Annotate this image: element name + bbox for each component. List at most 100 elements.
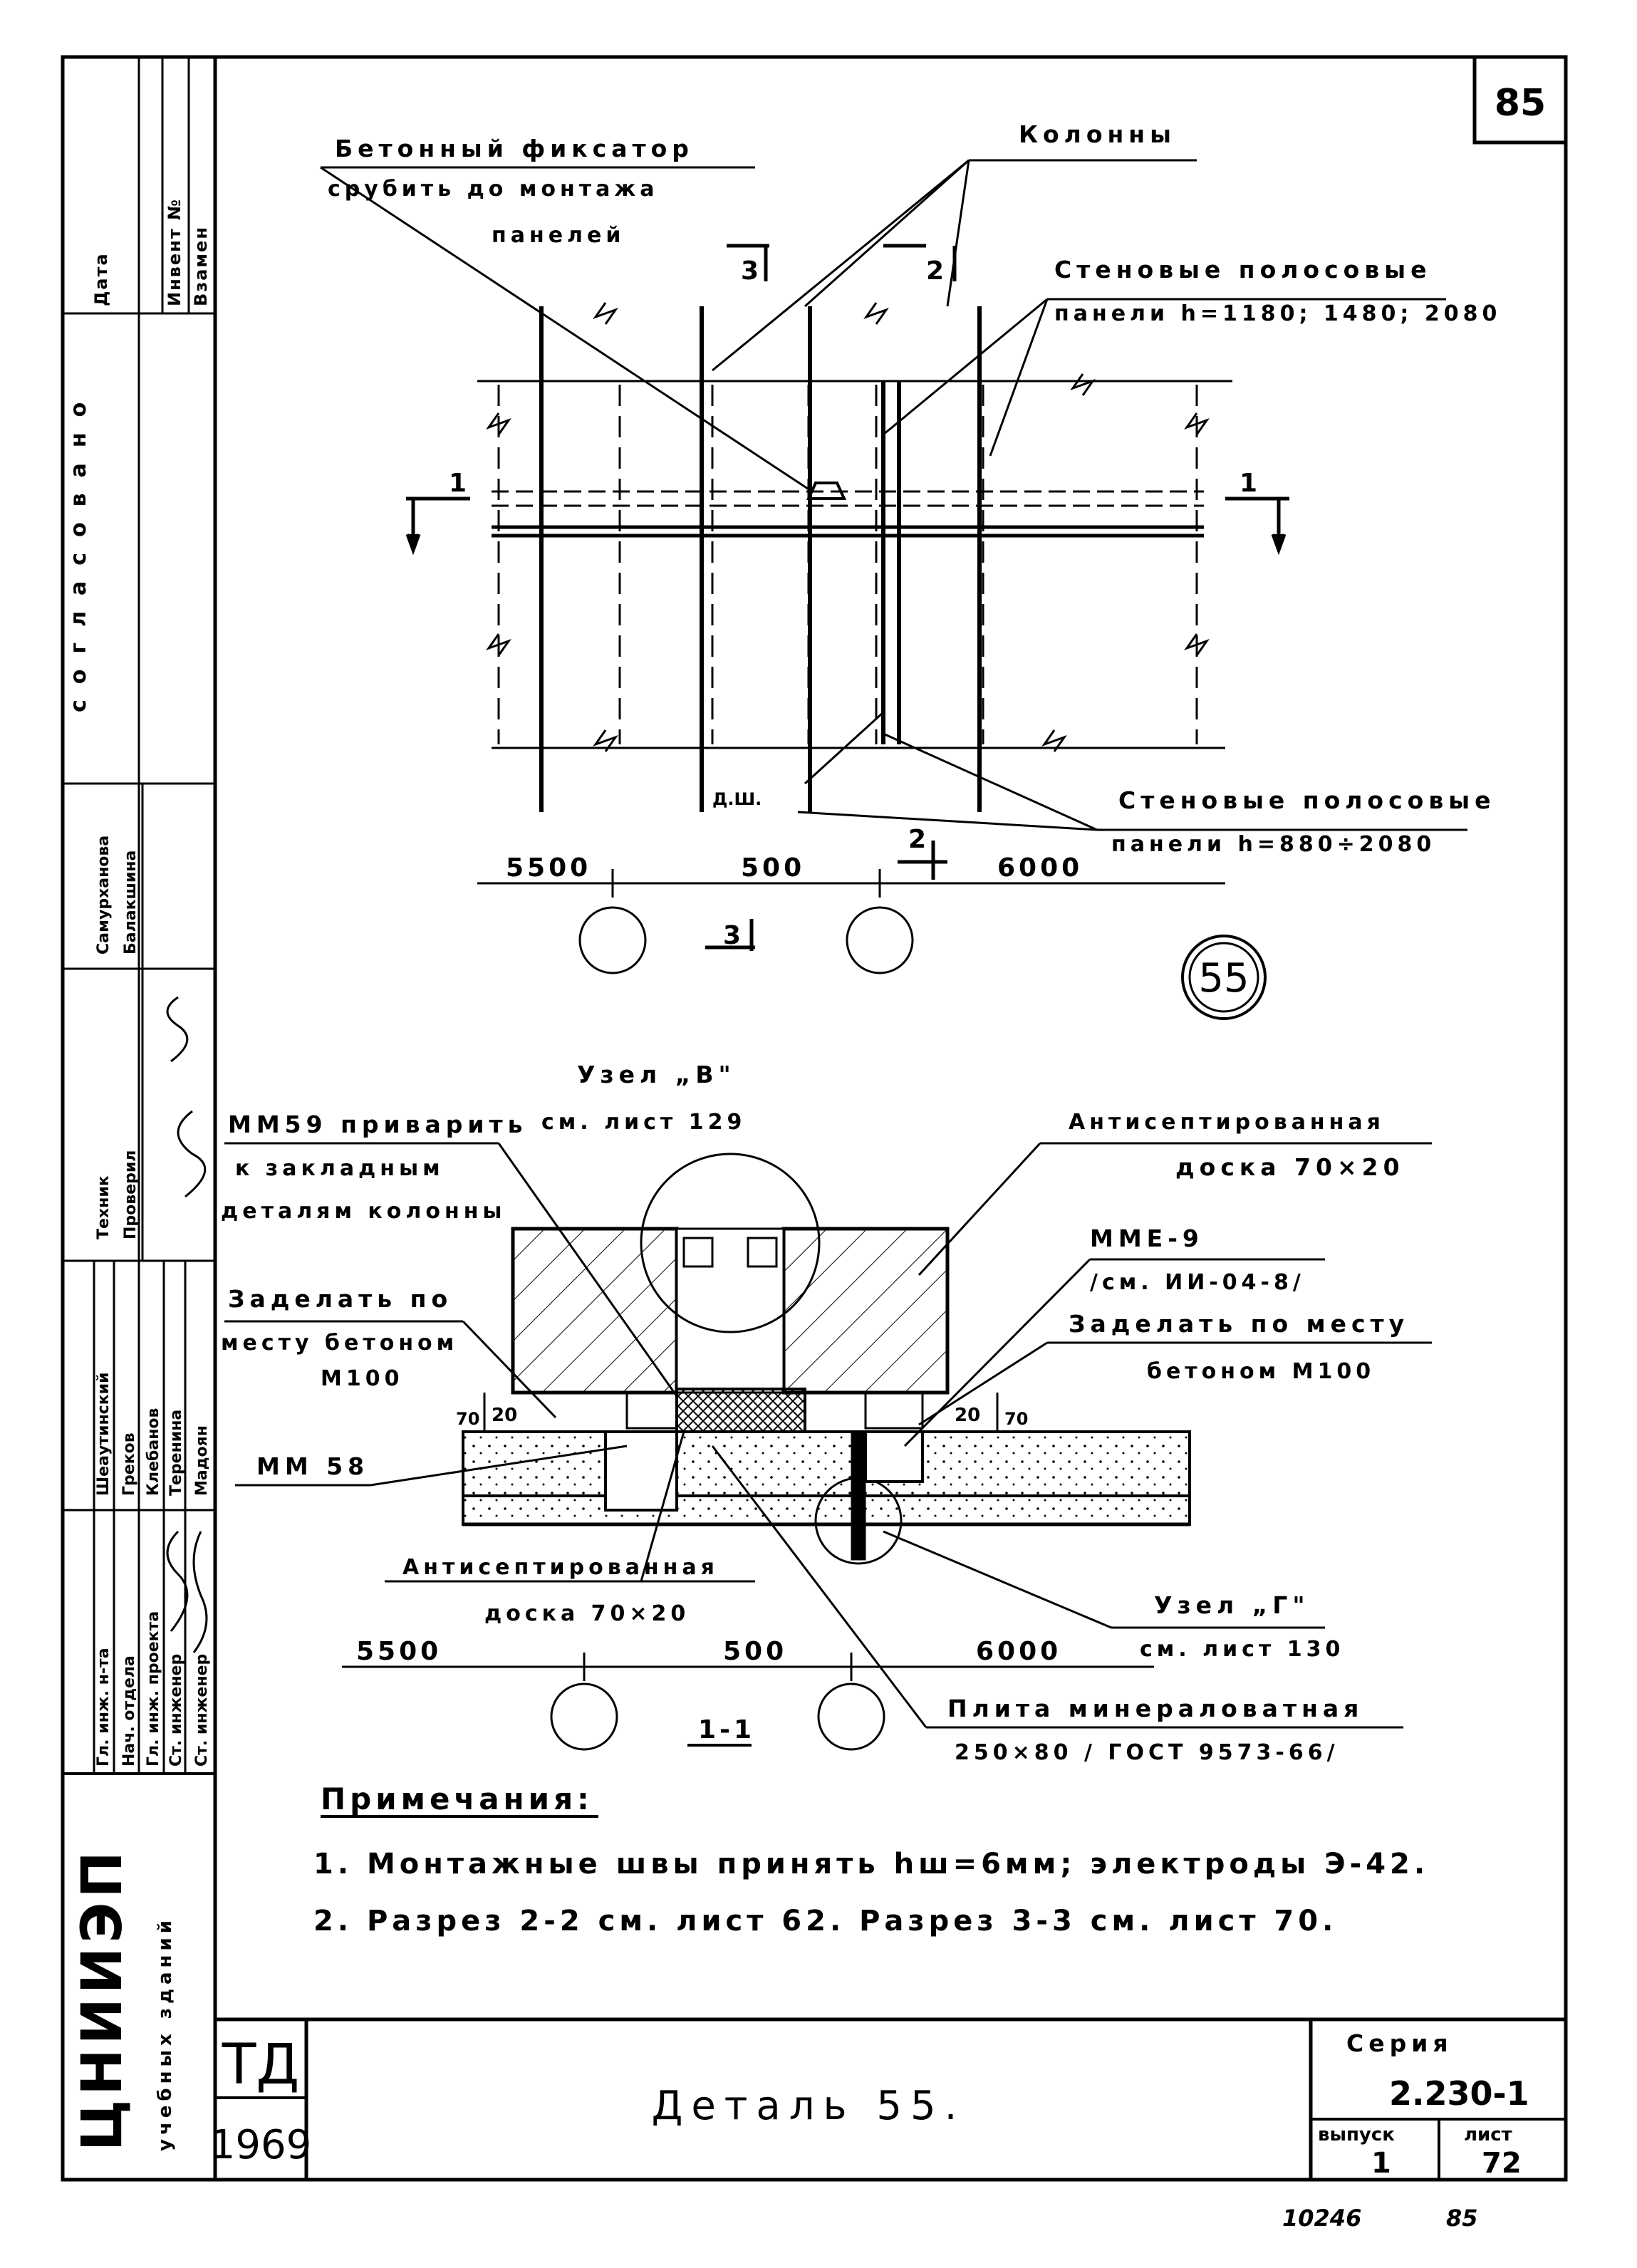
strip-date: Дата [91, 252, 111, 306]
node-g-2: см. лист 130 [1140, 1637, 1344, 1662]
mme-2: /см. ИИ-04-8/ [1090, 1270, 1305, 1295]
series-label: Серия [1346, 2029, 1453, 2057]
fill-left-2: месту бетоном [221, 1331, 458, 1356]
strip-row-1-role: Гл. инж. н-та [95, 1648, 113, 1767]
label-fixator-1: Бетонный фиксатор [335, 135, 694, 162]
fill-right-1: Заделать по месту [1069, 1310, 1409, 1338]
page-number: 85 [1495, 82, 1546, 125]
section-mark-1-left-label: 1 [449, 469, 470, 498]
section-dim-2: 500 [723, 1637, 787, 1666]
section-mark-3-top [727, 244, 769, 281]
series-value: 2.230-1 [1389, 2074, 1529, 2113]
strip-row-7-role: Проверил [122, 1150, 140, 1239]
section-mark-3-bottom [705, 919, 755, 951]
section-dim-3: 6000 [976, 1637, 1061, 1666]
label-dsh: Д.Ш. [712, 789, 762, 809]
strip-vzamen: Взамен [191, 226, 211, 306]
strip-org: ЦНИИЭП [71, 1847, 135, 2151]
section-mark-1-right [1225, 496, 1289, 556]
section-dim-1: 5500 [356, 1637, 442, 1666]
board-bot-1: Антисептированная [402, 1555, 719, 1580]
strip-row-3-role: Гл. инж. проекта [145, 1611, 162, 1767]
notes-block: Примечания: 1. Монтажные швы принять hш=… [313, 1781, 1429, 1937]
fill-left-1: Заделать по [228, 1285, 452, 1313]
mm59-2: к закладным [235, 1156, 445, 1181]
mineral-2: 250×80 / ГОСТ 9573-66/ [955, 1740, 1339, 1765]
node-b-1: Узел „В" [577, 1061, 736, 1088]
board-top-2: доска 70×20 [1175, 1153, 1405, 1181]
plan-view: 1 1 3 2 2 3 Бетонный фиксатор срубить до… [320, 120, 1501, 1020]
strip-row-3-name: Клебанов [145, 1408, 162, 1496]
strip-row-6-role: Техник [95, 1175, 113, 1239]
section-mark-2-bottom-label: 2 [908, 825, 930, 854]
notes-heading: Примечания: [321, 1781, 593, 1816]
sheet-frame [61, 55, 1568, 2182]
node-b-circle [640, 1153, 821, 1333]
label-panels-bottom-1: Стеновые полосовые [1118, 786, 1495, 814]
fill-right-2: бетоном М100 [1147, 1359, 1375, 1384]
right-panel-block [781, 1227, 950, 1395]
detail-number-circle [1181, 935, 1267, 1020]
strip-row-5-name: Мадоян [193, 1425, 211, 1496]
dim-70-left: 70 [456, 1409, 479, 1429]
label-panels-top-1: Стеновые полосовые [1054, 256, 1431, 284]
label-columns: Колонны [1019, 120, 1176, 148]
mm58: ММ 58 [256, 1452, 369, 1480]
strip-row-4-name: Теренина [167, 1410, 185, 1496]
note-1: 1. Монтажные швы принять hш=6мм; электро… [313, 1848, 1429, 1881]
strip-row-4-role: Ст. инженер [167, 1654, 185, 1767]
plan-dim-2: 500 [741, 853, 805, 883]
dim-20-left: 20 [492, 1405, 517, 1426]
detail-number: 55 [1198, 955, 1249, 1002]
node-b-2: см. лист 129 [541, 1110, 746, 1135]
strip-inv: Инвент № [165, 198, 185, 306]
title-td: ТД [222, 2033, 300, 2097]
label-panels-bottom-2: панели h=880÷2080 [1111, 832, 1435, 857]
section-mark-3-top-label: 3 [741, 256, 762, 286]
section-mark-1-left [405, 496, 470, 556]
sheet-label: лист [1464, 2124, 1512, 2145]
label-fixator-3: панелей [492, 223, 625, 248]
footer-number-1: 10246 [1282, 2205, 1361, 2232]
section-mark-2-top [883, 244, 957, 281]
label-panels-top-2: панели h=1180; 1480; 2080 [1054, 301, 1501, 326]
board-bot-2: доска 70×20 [484, 1601, 690, 1626]
board-top-1: Антисептированная [1069, 1110, 1385, 1135]
section-view: Узел „В" см. лист 129 ММ59 приварить к з… [221, 1061, 1432, 1765]
section-mark-3-bottom-label: 3 [723, 921, 744, 950]
strip-row-5-role: Ст. инженер [193, 1654, 211, 1767]
dim-20-right: 20 [955, 1405, 980, 1426]
note-2: 2. Разрез 2-2 см. лист 62. Разрез 3-3 см… [313, 1905, 1337, 1937]
section-mark-1-right-label: 1 [1240, 469, 1261, 498]
section-mark-2-bottom [898, 841, 947, 880]
mineral-1: Плита минераловатная [947, 1695, 1363, 1722]
section-title: 1-1 [698, 1715, 755, 1744]
signature-marks [166, 996, 208, 1653]
strip-soglasovano: согласовано [66, 387, 91, 712]
sheet-value: 72 [1482, 2147, 1522, 2180]
strip-row-6-name: Самурханова [95, 836, 113, 954]
node-g-1: Узел „Г" [1154, 1591, 1310, 1619]
footer-number-2: 85 [1446, 2205, 1478, 2232]
mme-1: ММЕ-9 [1090, 1224, 1204, 1252]
dim-70-right: 70 [1004, 1409, 1028, 1429]
left-panel-block [511, 1227, 679, 1395]
fill-left-3: М100 [321, 1366, 403, 1391]
section-mark-2-top-label: 2 [926, 256, 947, 286]
mm59-3: деталям колонны [221, 1199, 506, 1224]
strip-row-7-name: Балакшина [122, 850, 140, 954]
mineral-wool-plate [675, 1388, 806, 1433]
strip-row-2-role: Нач. отдела [120, 1655, 138, 1767]
left-stamp-strip: Дата Инвент № Взамен согласовано Гл. инж… [63, 57, 215, 2151]
title-main: Деталь 55. [652, 2083, 966, 2129]
issue-value: 1 [1371, 2147, 1391, 2180]
title-year: 1969 [210, 2122, 312, 2168]
plan-dim-1: 5500 [506, 853, 591, 883]
issue-label: выпуск [1318, 2124, 1395, 2145]
label-fixator-2: срубить до монтажа [328, 177, 658, 202]
floor-slab [462, 1430, 1191, 1526]
title-block [215, 2017, 1566, 2180]
strip-org-sub: учебных зданий [155, 1916, 176, 2151]
plan-dim-3: 6000 [997, 853, 1083, 883]
